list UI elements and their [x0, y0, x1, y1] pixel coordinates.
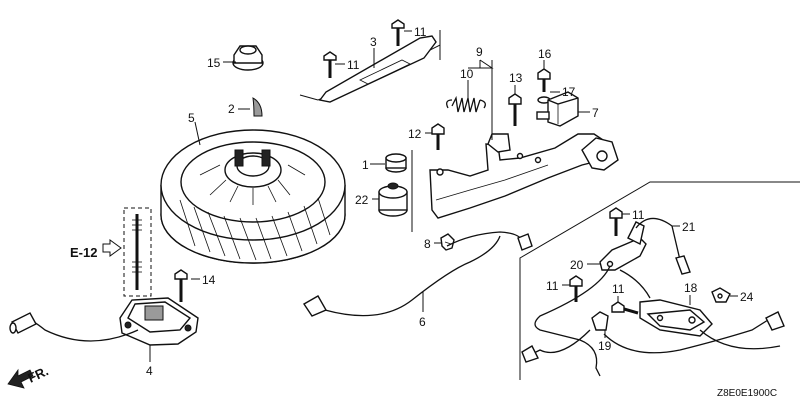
- reference-arrow-icon: [102, 239, 122, 257]
- bolt-13: [508, 93, 522, 126]
- bolt-12: [431, 123, 445, 150]
- callout-11-right-mid: 11: [612, 282, 625, 296]
- flywheel-fins: [179, 164, 331, 261]
- flywheel-key: [252, 97, 263, 117]
- leader-lines: [149, 30, 738, 362]
- bolt-11-right-mid: [611, 301, 639, 315]
- callout-4: 4: [146, 364, 153, 378]
- callout-20: 20: [570, 258, 584, 272]
- callout-5: 5: [188, 111, 195, 125]
- flywheel: [160, 129, 346, 264]
- callout-11-right-left: 11: [546, 279, 559, 293]
- direction-label: FR.: [25, 363, 50, 385]
- callout-3: 3: [370, 35, 377, 49]
- bolt-14: [174, 269, 188, 302]
- flywheel-nut: [232, 45, 264, 71]
- callout-14: 14: [202, 273, 216, 287]
- wire-clip: [440, 233, 455, 251]
- callout-10: 10: [460, 67, 474, 81]
- grommet-1: [385, 153, 407, 173]
- plate-20: [599, 221, 647, 271]
- grommet-22: [378, 182, 408, 217]
- callout-6: 6: [419, 315, 426, 329]
- callout-11-plate-left: 11: [347, 58, 360, 72]
- stop-wire: [303, 231, 533, 317]
- governor-spring: [446, 95, 486, 113]
- callout-1: 1: [362, 158, 369, 172]
- callout-18: 18: [684, 281, 698, 295]
- control-bracket: [429, 133, 619, 219]
- bolt-16: [537, 68, 551, 92]
- callout-9: 9: [476, 45, 483, 59]
- callout-13: 13: [509, 71, 523, 85]
- bracket-18: [639, 299, 713, 337]
- bolt-11-right-top: [609, 207, 623, 236]
- callout-11-right-top: 11: [632, 208, 645, 222]
- bolt-11-plate-left: [323, 51, 337, 78]
- callout-12: 12: [408, 127, 422, 141]
- callout-2: 2: [228, 102, 235, 116]
- callout-16: 16: [538, 47, 552, 61]
- callout-21: 21: [682, 220, 696, 234]
- bolt-11-plate-top: [391, 19, 405, 46]
- panel-frames: [299, 30, 800, 380]
- clip-19: [591, 311, 609, 331]
- shroud-plate: [318, 35, 437, 103]
- solenoid: [536, 91, 579, 127]
- callout-17: 17: [562, 85, 576, 99]
- stud-bolts: [123, 207, 152, 297]
- ground-wire: [635, 217, 691, 275]
- diagram-code: Z8E0E1900C: [717, 388, 777, 399]
- ignition-coil: [9, 297, 199, 346]
- callout-8: 8: [424, 237, 431, 251]
- callout-22: 22: [355, 193, 369, 207]
- direction-arrow-icon: [7, 368, 34, 389]
- harness-wires: [521, 265, 785, 377]
- terminal-24: [711, 287, 731, 303]
- callout-11-plate-top: 11: [414, 25, 427, 39]
- callout-24: 24: [740, 290, 754, 304]
- callout-15: 15: [207, 56, 221, 70]
- callout-19: 19: [598, 339, 612, 353]
- reference-label: E-12: [70, 245, 97, 260]
- callout-7: 7: [592, 106, 599, 120]
